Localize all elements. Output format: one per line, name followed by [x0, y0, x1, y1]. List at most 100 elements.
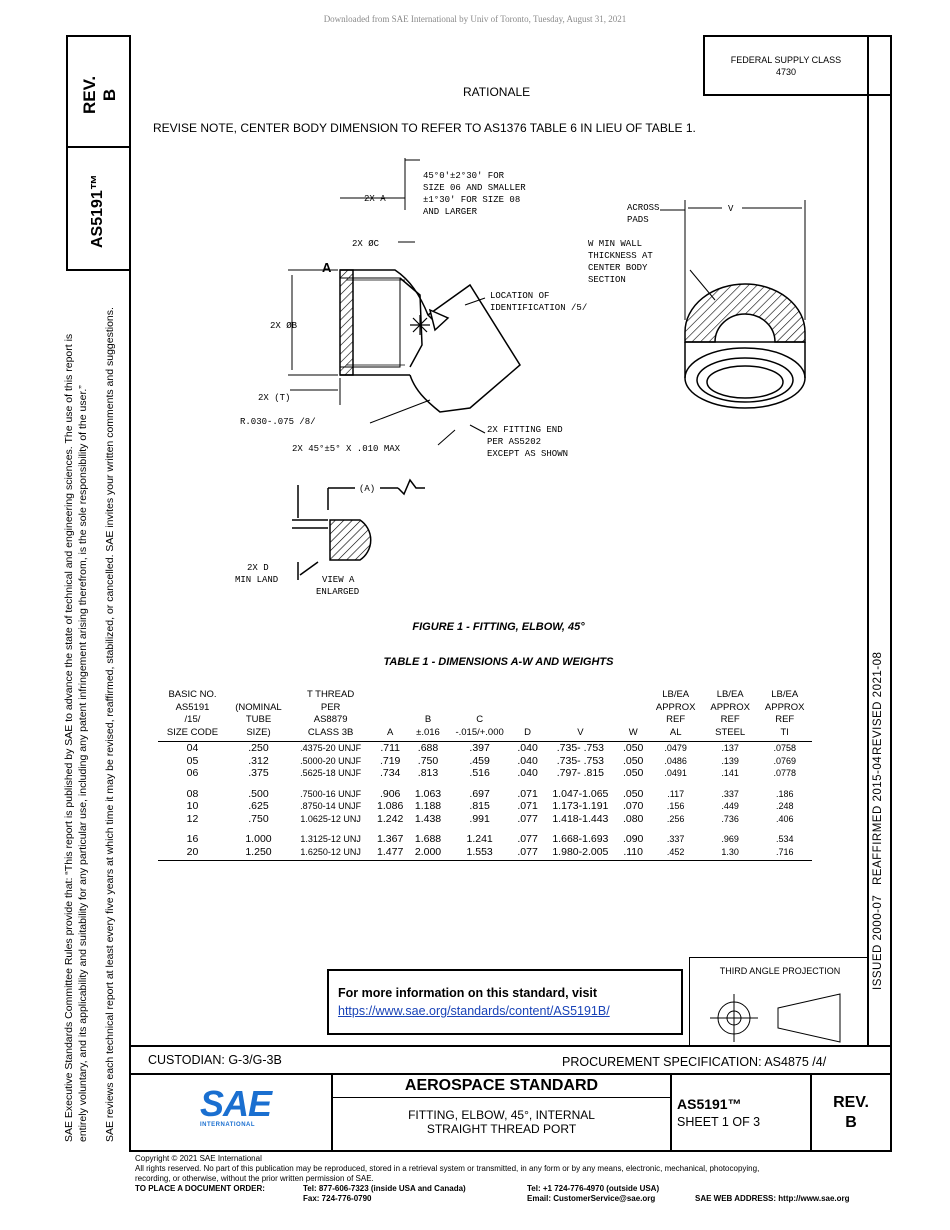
aerospace-standard: AEROSPACE STANDARD: [404, 1077, 599, 1094]
table-cell: .711: [380, 742, 401, 754]
web-address: SAE WEB ADDRESS: http://www.sae.org: [695, 1194, 850, 1203]
table-cell: .186: [775, 788, 794, 799]
table-cell: .256: [666, 813, 685, 824]
table-header-5: C-.015/+.000: [446, 689, 513, 742]
sae-logo: SAE INTERNATIONAL: [200, 1086, 272, 1136]
table-header-line: [620, 702, 647, 715]
lbl-fit2: PER AS5202: [487, 437, 541, 447]
table-cell: .449: [721, 801, 739, 811]
table-cell: 1.6250-12 UNJ: [290, 845, 372, 861]
table-header-line: BASIC NO.: [168, 689, 217, 700]
table-cell: .040: [517, 767, 538, 779]
lbl-2xt: 2X (T): [258, 393, 290, 403]
lbl-a-paren: (A): [359, 484, 375, 494]
lbl-va2: ENLARGED: [316, 587, 359, 597]
table-cell: 12: [186, 812, 199, 825]
table-cell: .137: [721, 743, 739, 753]
frame-fsc-left: [703, 35, 705, 96]
table-cell: .0769: [773, 755, 796, 766]
table-header-line: AL: [669, 726, 682, 738]
side-doc-number: AS5191™: [89, 174, 106, 248]
copyright-line3: recording, or otherwise, without the pri…: [135, 1174, 374, 1183]
table-header-line: D: [524, 726, 532, 738]
table-cell: .141: [721, 768, 739, 778]
table-cell: .5000-20 UNJF: [300, 755, 362, 766]
table-cell: .117: [667, 788, 685, 799]
doc-title-line2: STRAIGHT THREAD PORT: [426, 1122, 577, 1136]
lbl-2xb: 2X ØB: [270, 321, 298, 331]
revised-date: REVISED 2021-08: [872, 651, 884, 755]
table-header-line: APPROX: [764, 701, 805, 713]
info-title: For more information on this standard, v…: [338, 986, 598, 1000]
footer-rev: REV. B: [812, 1093, 890, 1133]
lbl-fit1: 2X FITTING END: [487, 425, 563, 435]
frame-left-strip-div1: [66, 146, 131, 148]
table-cell: .248: [775, 801, 794, 811]
table-header-line: REF: [666, 714, 686, 725]
table-cell: 1.0625-12 UNJ: [300, 813, 361, 824]
table-cell: .337: [721, 788, 739, 799]
lbl-d2: MIN LAND: [235, 575, 278, 585]
table-cell: .071: [517, 800, 538, 812]
table-header-line: [411, 702, 445, 715]
table-cell: .534: [775, 834, 794, 844]
frame-inner-right: [867, 35, 869, 1045]
table-cell: .500: [248, 787, 269, 800]
table-cell: 1.173-1.191: [552, 800, 609, 812]
tel-usa: Tel: 877-606-7323 (inside USA and Canada…: [303, 1184, 466, 1193]
dim-lines: [288, 158, 486, 446]
table-header-line: ±.016: [416, 726, 440, 738]
federal-supply-class: FEDERAL SUPPLY CLASS 4730: [705, 54, 867, 78]
table-header-line: [514, 702, 541, 715]
table-cell: 1.688: [414, 833, 442, 845]
doc-number: AS5191™: [677, 1096, 742, 1112]
table-header-line: [373, 689, 407, 702]
info-link[interactable]: https://www.sae.org/standards/content/AS…: [338, 1004, 610, 1018]
table-cell: .969: [721, 834, 739, 844]
lbl-wall4: SECTION: [588, 275, 626, 285]
table-cell: .110: [617, 845, 649, 861]
table-cell: .719: [379, 754, 401, 767]
section-view: [684, 283, 806, 409]
table-cell: .459: [469, 754, 490, 767]
table-header-line: LB/EA: [771, 689, 799, 700]
table-cell: .5625-18 UNJF: [300, 768, 362, 778]
table-row: 04.250.4375-20 UNJF.711.688.397.040.735-…: [158, 742, 812, 755]
table-header-line: [229, 689, 288, 702]
table-header-line: APPROX: [710, 701, 750, 713]
table-header-0: BASIC NO.AS5191/15/SIZE CODE: [158, 689, 227, 742]
table-body: 04.250.4375-20 UNJF.711.688.397.040.735-…: [158, 742, 812, 861]
lbl-view-a: A: [322, 260, 332, 275]
table-cell: .050: [622, 742, 644, 754]
table-cell: .734: [379, 767, 401, 779]
frame-custodian-top: [129, 1045, 892, 1047]
table-header-line: /15/: [184, 714, 201, 725]
table-cell: .735- .753: [556, 754, 605, 767]
table-cell: .516: [469, 767, 490, 779]
lbl-d1: 2X D: [247, 563, 269, 573]
table-cell: 1.063: [414, 787, 442, 800]
doc-title: FITTING, ELBOW, 45°, INTERNAL STRAIGHT T…: [333, 1108, 670, 1136]
lbl-angle1: 45°0'±2°30' FOR: [423, 171, 505, 181]
table-header-line: [545, 702, 616, 715]
lbl-wall3: CENTER BODY: [588, 263, 648, 273]
table-header-line: C: [476, 714, 484, 725]
table-cell: .090: [622, 833, 644, 845]
order-label: TO PLACE A DOCUMENT ORDER:: [135, 1184, 265, 1193]
table-cell: .250: [248, 742, 269, 754]
side-legal-1: SAE Executive Standards Committee Rules …: [63, 333, 75, 1142]
lbl-loc2: IDENTIFICATION /5/: [490, 303, 587, 313]
table-header-3: A: [371, 689, 410, 742]
table-header-line: CLASS 3B: [307, 726, 354, 738]
table-cell: .750: [417, 754, 439, 767]
side-legal-3: SAE reviews each technical report at lea…: [104, 307, 116, 1142]
frame-outer-right: [890, 35, 892, 1152]
table-cell: 1.668-1.693: [552, 833, 609, 845]
table-header-line: SIZE): [246, 726, 271, 738]
